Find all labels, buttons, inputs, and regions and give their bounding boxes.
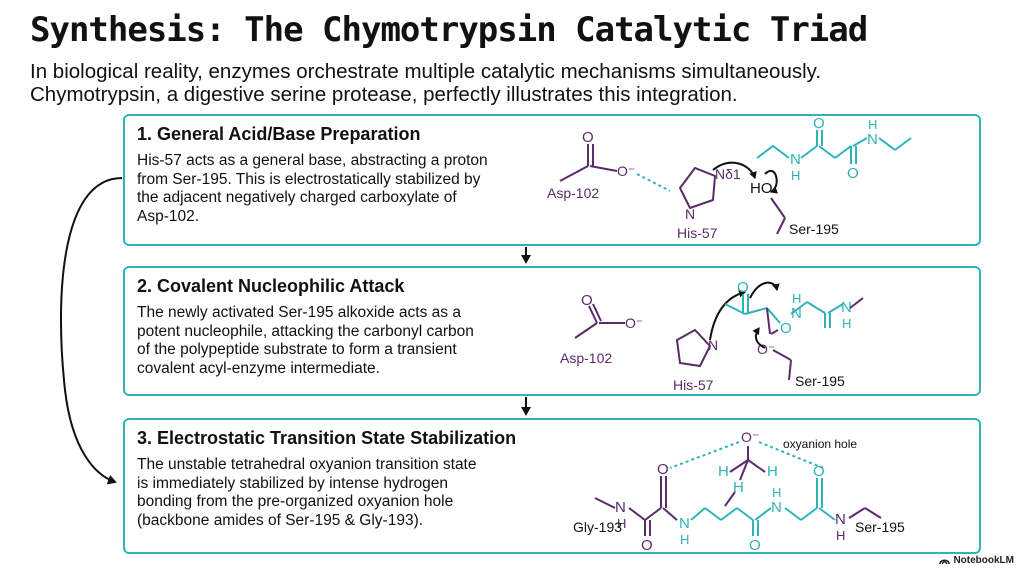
step-1-line: the adjacent negatively charged carboxyl…	[137, 189, 457, 206]
substrate-h: H	[791, 168, 800, 183]
step-2-mechanism-diagram: O O⁻ Asp-102 N His-57 O O N	[560, 279, 864, 393]
asp-102-label: Asp-102	[560, 350, 612, 366]
step-3-line: (backbone amides of Ser-195 & Gly-193).	[137, 511, 424, 529]
step-3-mechanism-diagram: O⁻ oxyanion hole H H H	[573, 429, 905, 554]
substrate-n2: N	[841, 299, 852, 316]
footer-brand-label: NotebookLM	[953, 555, 1014, 566]
notebooklm-logo-icon	[939, 558, 951, 564]
gly-h: H	[617, 516, 626, 531]
ser-195-label: Ser-195	[789, 221, 839, 237]
step-2-title: 2. Covalent Nucleophilic Attack	[137, 276, 405, 296]
svg-text:O: O	[813, 115, 825, 132]
step-1-line: from Ser-195. This is electrostatically …	[137, 170, 481, 188]
svg-text:O: O	[737, 279, 749, 296]
svg-text:O: O	[780, 320, 792, 337]
substrate-n: N	[791, 305, 802, 322]
h-atom: H	[718, 463, 729, 480]
step-1-line: His-57 acts as a general base, abstracti…	[137, 152, 488, 169]
svg-text:O: O	[581, 292, 593, 309]
substrate-h2: H	[868, 117, 877, 132]
substrate-h2: H	[842, 316, 851, 331]
page-subtitle: In biological reality, enzymes orchestra…	[30, 60, 990, 106]
svg-text:O: O	[641, 537, 653, 554]
his-n: N	[708, 337, 718, 353]
step-2-line: of the polypeptide substrate to form a t…	[137, 341, 457, 358]
curved-loop-arrow-icon	[59, 177, 123, 485]
ser-n: N	[835, 511, 846, 528]
step-2-line: potent nucleophile, attacking the carbon…	[137, 322, 474, 340]
gly-193-label: Gly-193	[573, 519, 622, 535]
oxyanion-hole-label: oxyanion hole	[783, 437, 857, 451]
gly-n: N	[615, 499, 626, 516]
asp-oxyanion: O⁻	[625, 315, 643, 331]
step-3-line: The unstable tetrahedral oxyanion transi…	[137, 456, 477, 473]
h-atom: H	[733, 479, 744, 496]
step-2-line: covalent acyl-enzyme intermediate.	[137, 359, 380, 377]
substrate-n: N	[790, 151, 801, 168]
step-2-description: The newly activated Ser-195 alkoxide act…	[137, 304, 537, 378]
step-card-2: 2. Covalent Nucleophilic Attack The newl…	[123, 266, 981, 396]
his-57-label: His-57	[677, 225, 718, 241]
svg-text:O: O	[657, 461, 669, 478]
step-1-title: 1. General Acid/Base Preparation	[137, 124, 421, 144]
svg-text:O: O	[582, 129, 594, 146]
step-3-description: The unstable tetrahedral oxyanion transi…	[137, 456, 537, 530]
step-1-description: His-57 acts as a general base, abstracti…	[137, 152, 537, 226]
step-1-line: Asp-102.	[137, 207, 200, 225]
step-card-3: 3. Electrostatic Transition State Stabil…	[123, 418, 981, 554]
ser-ho: HO	[750, 180, 773, 197]
backbone-n: N	[679, 515, 690, 532]
his-nd1: Nδ1	[715, 166, 741, 182]
his-n: N	[685, 206, 695, 222]
svg-text:O: O	[749, 537, 761, 554]
step-3-line: bonding from the pre-organized oxyanion …	[137, 493, 454, 510]
step-3-title: 3. Electrostatic Transition State Stabil…	[137, 428, 517, 448]
backbone-h: H	[680, 532, 689, 547]
subtitle-line-2: Chymotrypsin, a digestive serine proteas…	[30, 83, 738, 106]
step-2-line: The newly activated Ser-195 alkoxide act…	[137, 304, 461, 321]
subtitle-line-1: In biological reality, enzymes orchestra…	[30, 60, 822, 83]
svg-text:O: O	[847, 165, 859, 182]
ser-h: H	[836, 528, 845, 543]
backbone-h2: H	[772, 485, 781, 500]
svg-text:O: O	[813, 463, 825, 480]
h-atom: H	[767, 463, 778, 480]
step-3-line: is immediately stabilized by intense hyd…	[137, 474, 449, 492]
substrate-h: H	[792, 291, 801, 306]
step-card-1: 1. General Acid/Base Preparation His-57 …	[123, 114, 981, 246]
backbone-n2: N	[771, 499, 782, 516]
substrate-n2: N	[867, 131, 878, 148]
footer-brand: NotebookLM	[939, 555, 1014, 566]
asp-oxyanion: O⁻	[617, 163, 635, 179]
asp-102-label: Asp-102	[547, 185, 599, 201]
ser-195-label: Ser-195	[855, 519, 905, 535]
his-57-label: His-57	[673, 377, 714, 393]
oxyanion: O⁻	[741, 429, 759, 445]
page-title: Synthesis: The Chymotrypsin Catalytic Tr…	[30, 10, 868, 50]
step-1-mechanism-diagram: O O⁻ Asp-102 N Nδ1 His-57 HO Ser-195	[547, 115, 912, 241]
ser-195-label: Ser-195	[795, 373, 845, 389]
